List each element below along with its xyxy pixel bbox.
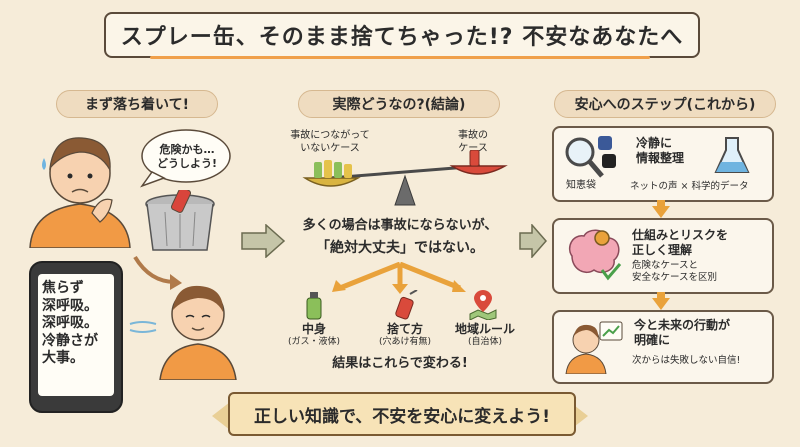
step-arrow-stem — [657, 292, 665, 300]
step-3-sub: 次からは失敗しない自信! — [632, 355, 741, 366]
title-underline — [150, 56, 650, 59]
flask-icon — [714, 137, 750, 173]
result-text: 結果はこれらで変わる! — [332, 356, 468, 371]
factor-3-sub: (自治体) — [467, 337, 503, 347]
arrow-right-icon — [519, 224, 547, 258]
conclusion-line-2: 「絶対大丈夫」ではない。 — [316, 240, 484, 256]
title-box: スプレー缶、そのまま捨てちゃった!? 不安なあなたへ — [104, 12, 700, 58]
step-2-title: 仕組みとリスクを 正しく理解 — [632, 228, 729, 257]
factor-2-sub: (穴あけ有無) — [378, 337, 432, 347]
step-arrow-1 — [652, 206, 670, 218]
step-arrow-stem — [657, 200, 665, 208]
step-1-tag: 知恵袋 — [566, 180, 596, 191]
step-1-sub: ネットの声 × 科学的データ — [630, 181, 749, 192]
branch-arrows — [332, 262, 466, 294]
step-2-sub: 危険なケースと 安全なケースを区別 — [632, 260, 718, 283]
punctured-can-icon — [395, 290, 418, 320]
calm-person-illustration — [159, 285, 237, 380]
factor-3-title: 地域ルール — [454, 322, 515, 336]
worried-person-illustration — [29, 137, 131, 248]
factor-2-title: 捨て方 — [386, 322, 423, 336]
left-pan-label: 事故につながって いないケース — [290, 130, 370, 154]
step-3-title: 今と未来の行動が 明確に — [634, 318, 731, 347]
conclusion-line-1: 多くの場合は事故にならないが、 — [302, 218, 498, 233]
right-pan-label: 事故の ケース — [458, 130, 488, 154]
confident-person-icon — [565, 321, 623, 374]
bottom-banner: 正しい知識で、不安を安心に変えよう! — [228, 392, 576, 436]
factor-1-sub: (ガス・液体) — [287, 337, 341, 347]
smartphone-illustration — [29, 261, 123, 413]
map-pin-icon — [469, 290, 497, 320]
step-1-title: 冷静に 情報整理 — [636, 136, 685, 165]
banner-text: 正しい知識で、不安を安心に変えよう! — [253, 406, 551, 427]
trash-can-illustration — [145, 190, 215, 251]
arrow-icon — [133, 255, 182, 290]
right-heading: 安心へのステップ(これから) — [554, 90, 776, 118]
step-arrow-2 — [652, 298, 670, 310]
banner-ribbon-left — [212, 402, 230, 430]
left-heading: まず落ち着いて! — [56, 90, 218, 118]
middle-heading: 実際どうなの?(結論) — [298, 90, 500, 118]
speech-bubble — [140, 129, 231, 188]
arrow-right-icon — [241, 224, 286, 258]
speech-text: 危険かも… どうしよう! — [156, 143, 218, 170]
breath-icon — [129, 321, 157, 333]
magnifier-icon — [565, 136, 616, 178]
brain-gear-icon — [568, 229, 622, 281]
page-title: スプレー缶、そのまま捨てちゃった!? 不安なあなたへ — [120, 25, 684, 50]
balance-scale-illustration — [302, 150, 508, 206]
factor-1-title: 中身 — [301, 322, 326, 336]
phone-message: 焦らず 深呼吸。 深呼吸。 冷静さが 大事。 — [42, 280, 98, 366]
spray-can-icon — [306, 292, 322, 320]
